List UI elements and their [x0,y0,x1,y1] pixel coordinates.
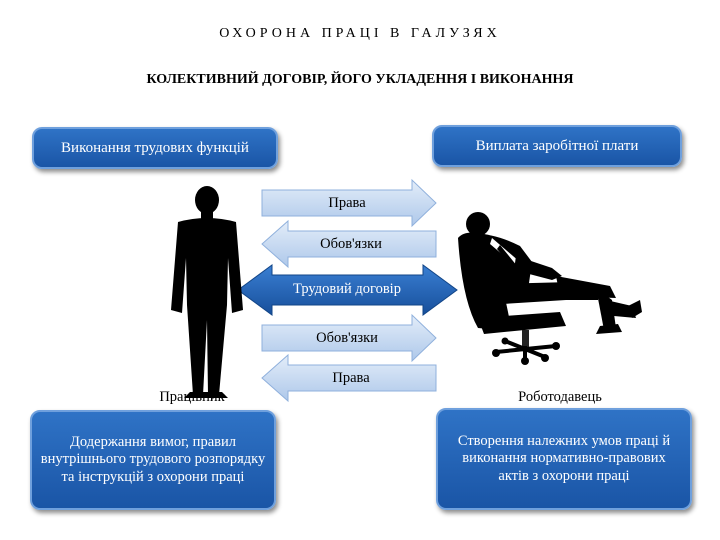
worker-obligations-text: Додержання вимог, правил внутрішнього тр… [40,433,266,485]
rights-arrow-top [261,178,437,228]
contract-label: Трудовий договір [293,281,401,297]
rights-arrow-bottom [261,353,437,403]
employer-duty-box: Виплата заробітної плати [432,125,682,167]
duties-label-top: Обов'язки [320,236,382,252]
worker-obligations-box: Додержання вимог, правил внутрішнього тр… [30,410,276,510]
worker-duty-text: Виконання трудових функцій [61,139,249,156]
duties-arrow-top [261,219,437,269]
worker-silhouette-icon [171,186,243,398]
employer-obligations-box: Створення належних умов праці й виконанн… [436,408,692,510]
rights-label-top: Права [328,195,366,211]
worker-duty-box: Виконання трудових функцій [32,127,278,169]
page-header: ОХОРОНА ПРАЦІ В ГАЛУЗЯХ [219,26,501,41]
employer-duty-text: Виплата заробітної плати [475,137,639,154]
employer-obligations-text: Створення належних умов праці й виконанн… [457,432,671,484]
page-subtitle: КОЛЕКТИВНИЙ ДОГОВІР, ЙОГО УКЛАДЕННЯ І ВИ… [146,72,574,87]
employer-silhouette-icon [458,212,642,365]
duties-label-bottom: Обов'язки [316,330,378,346]
contract-arrow [237,264,458,316]
employer-caption: Роботодавець [518,389,602,405]
duties-arrow-bottom [261,313,437,363]
rights-label-bottom: Права [332,370,370,386]
worker-caption: Працівник [159,389,225,405]
